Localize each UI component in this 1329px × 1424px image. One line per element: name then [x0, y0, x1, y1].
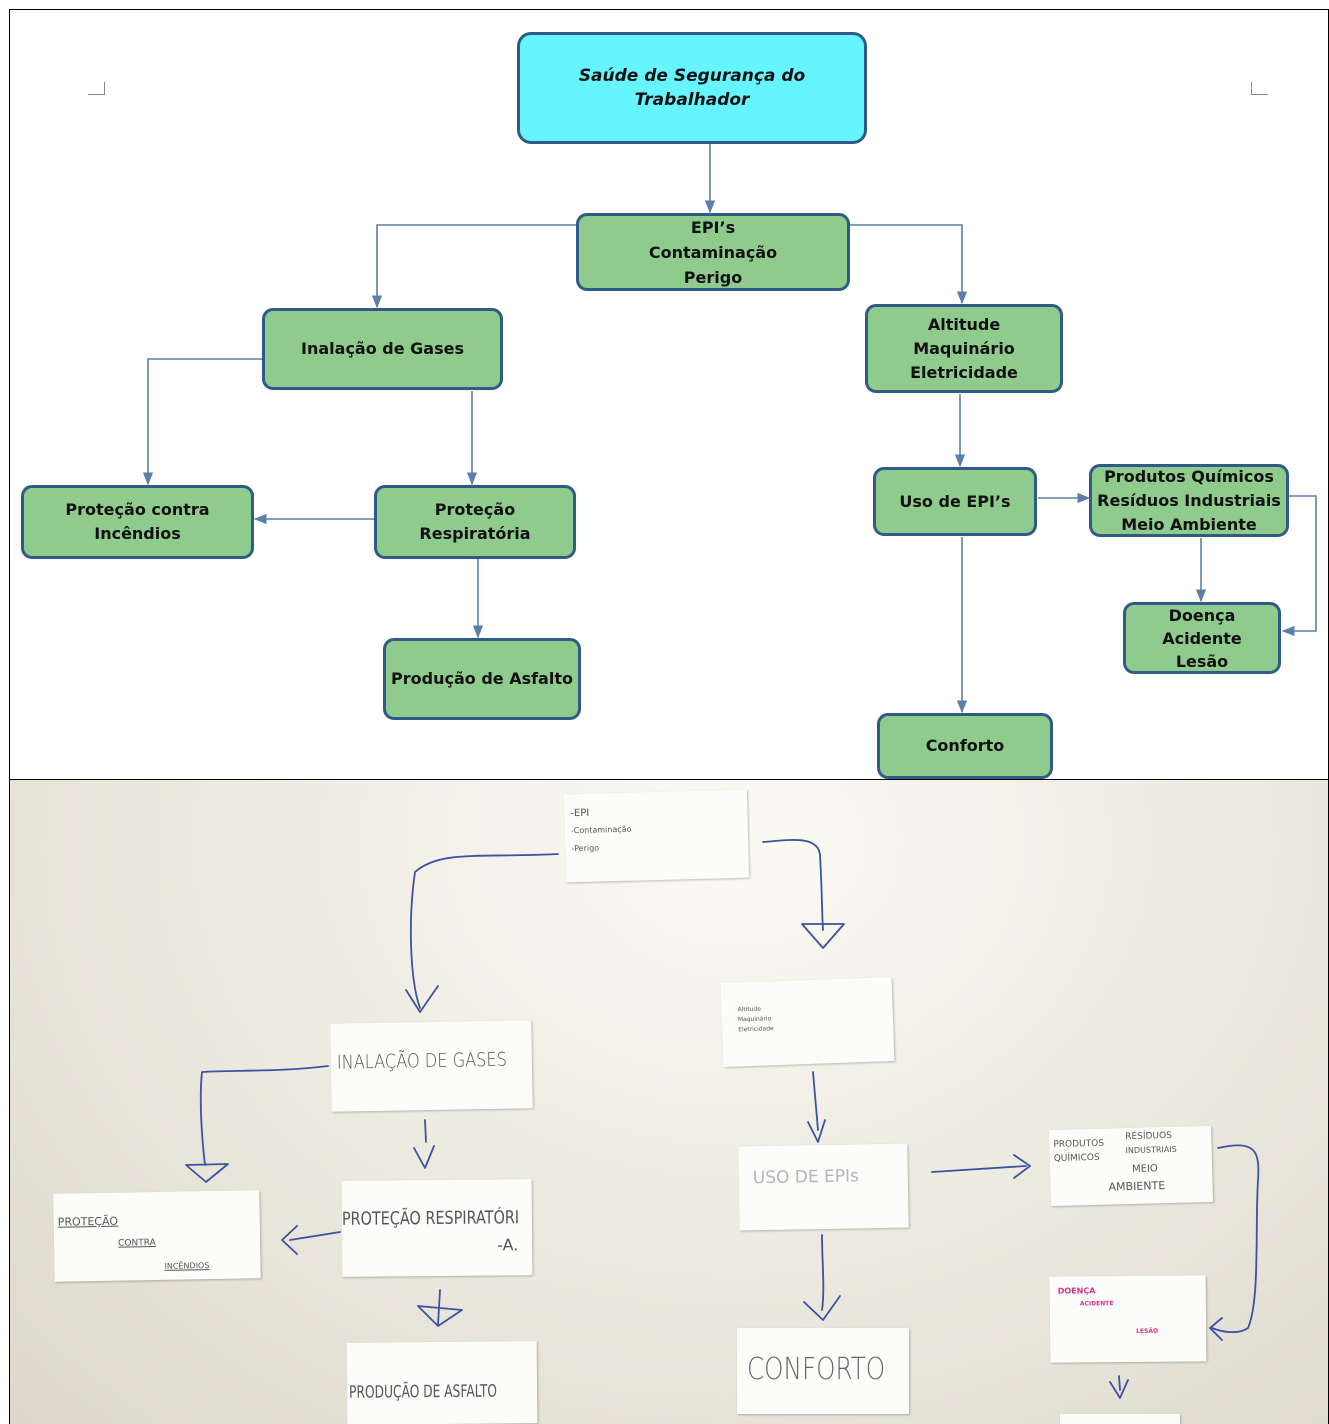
uso-epi-box: Uso de EPI’s [873, 467, 1037, 536]
incendios-label: Proteção contra Incêndios [65, 500, 210, 543]
marker-arrow-epi-to-altitude [762, 839, 845, 949]
doenca-line: Doença [1168, 605, 1236, 625]
note-conforto: CONFORTO [737, 1328, 909, 1414]
respiratoria-label: Proteção Respiratória [419, 500, 531, 543]
arrow-hub-to-inalacao [371, 224, 576, 309]
marker-arrow-quimicos-to-doenca [1209, 1144, 1260, 1341]
flowchart-connectors [142, 142, 1317, 714]
marker-arrow-inalacao-to-respiratoria [413, 1119, 435, 1169]
marker-arrow-doenca-to-next [1109, 1375, 1129, 1399]
conforto-box: Conforto [877, 713, 1053, 779]
incendios-box: Proteção contra Incêndios [21, 485, 254, 559]
arrow-hub-to-altitude [848, 224, 968, 305]
marker-arrow-altitude-to-uso [807, 1071, 826, 1143]
conforto-label: Conforto [925, 736, 1005, 755]
asfalto-label: Produção de Asfalto [391, 669, 573, 688]
page-corner-mark [88, 82, 105, 95]
marker-arrow-epi-to-inalacao [405, 853, 559, 1013]
page-corner-mark [1251, 82, 1268, 95]
quimicos-line: Meio Ambiente [1121, 514, 1257, 534]
quimicos-box: Produtos Químicos Resíduos Industriais M… [1089, 464, 1289, 537]
asfalto-box: Produção de Asfalto [383, 638, 581, 720]
doenca-box: Doença Acidente Lesão [1123, 602, 1281, 674]
whiteboard-photo: -EPI -Contaminação -Perigo Altitude Maqu… [9, 780, 1329, 1424]
marker-arrow-uso-to-conforto [803, 1234, 841, 1321]
marker-arrow-respiratoria-to-asfalto [417, 1289, 463, 1327]
marker-arrow-respiratoria-to-incendios [281, 1225, 341, 1255]
altitude-box: Altitude Maquinário Eletricidade [865, 304, 1063, 393]
inalacao-box: Inalação de Gases [262, 308, 503, 390]
hub-line: Contaminação [648, 242, 778, 262]
root-box: Saúde de Segurança do Trabalhador [517, 32, 867, 144]
arrow-inalacao-to-incendios [142, 358, 264, 486]
altitude-line: Eletricidade [910, 362, 1018, 382]
altitude-line: Altitude [927, 314, 1001, 334]
root-label: Saúde de Segurança do Trabalhador [578, 66, 806, 110]
quimicos-line: Resíduos Industriais [1097, 490, 1281, 510]
note-partial-bottom [1060, 1414, 1180, 1424]
inalacao-label: Inalação de Gases [301, 339, 464, 358]
hub-line: Perigo [683, 267, 743, 287]
uso-epi-label: Uso de EPI’s [899, 491, 1011, 511]
arrow-quimicos-loop-to-doenca [1281, 495, 1317, 637]
note-conforto-label: CONFORTO [747, 1352, 886, 1387]
marker-arrow-uso-to-quimicos [931, 1154, 1031, 1179]
hub-line: EPI’s [690, 217, 736, 237]
flowchart-panel: Saúde de Segurança do Trabalhador EPI’s … [9, 9, 1329, 780]
quimicos-line: Produtos Químicos [1104, 466, 1274, 486]
hub-box: EPI’s Contaminação Perigo [576, 213, 850, 291]
marker-arrows [185, 839, 1260, 1399]
altitude-line: Maquinário [913, 338, 1015, 358]
doenca-line: Lesão [1175, 651, 1229, 671]
respiratoria-box: Proteção Respiratória [374, 485, 576, 559]
marker-arrow-inalacao-to-incendios [185, 1065, 329, 1183]
doenca-line: Acidente [1162, 628, 1242, 648]
